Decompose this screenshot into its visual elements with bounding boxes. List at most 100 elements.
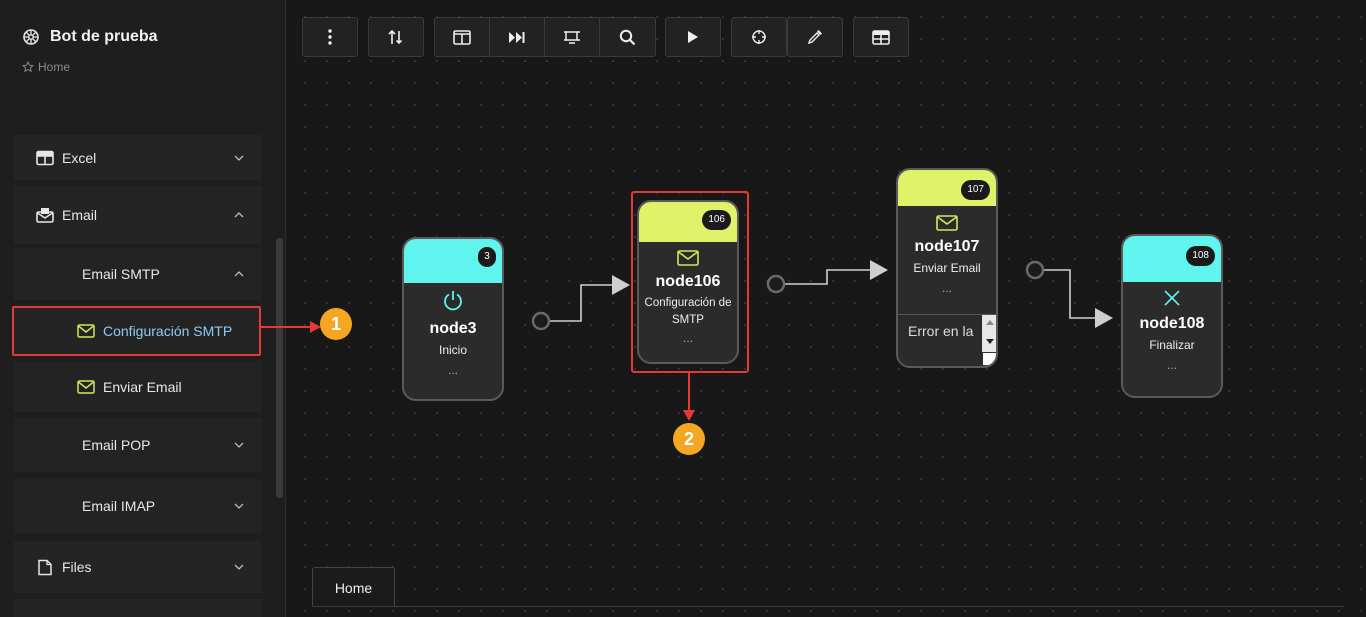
sidebar-item-label: Email POP [82,437,151,453]
flow-node-node106[interactable]: 106 node106 Configuración de SMTP ... [637,200,739,364]
node-more[interactable]: ... [447,363,458,377]
view-tool-group [434,17,656,57]
envelope-icon [77,324,95,338]
envelope-icon [936,215,958,231]
table-icon [36,150,54,165]
edge-node3-node106 [549,275,630,322]
helm-icon [23,29,39,45]
node-name: node107 [914,238,980,255]
node-more[interactable]: ... [941,281,952,295]
node-name: node3 [429,320,477,337]
sidebar-item-email-imap[interactable]: Email IMAP [14,479,262,533]
node-more[interactable]: ... [1166,358,1177,372]
annotation-arrow-1 [261,321,321,333]
node-description: Finalizar [1149,338,1195,352]
sort-icon [388,29,403,45]
envelope-icon [77,379,95,394]
sidebar-item-label: Email [62,207,98,223]
node-id-badge: 107 [961,180,990,200]
skip-forward-icon [509,31,525,43]
sidebar-item-configuracion-smtp[interactable]: Configuración SMTP [12,306,261,356]
power-icon [444,291,462,311]
node-name: node106 [655,273,721,290]
node-header: 3 [404,239,502,283]
target-button[interactable] [731,17,787,57]
node-id-badge: 108 [1186,246,1215,266]
node-header: 107 [898,170,996,206]
node-id-badge: 106 [702,210,731,230]
grid-view-button[interactable] [853,17,909,57]
file-icon [38,559,52,575]
sidebar-item-excel[interactable]: Excel [14,135,262,180]
node-description: Inicio [438,343,467,357]
chevron-up-icon [234,212,244,218]
breadcrumb-home: Home [38,60,71,74]
mailbox-icon [36,208,54,223]
scroll-down-icon [986,339,994,344]
chevron-down-icon [234,442,244,448]
close-icon [1164,290,1180,306]
transform-icon [564,31,580,44]
star-icon [22,61,34,73]
sidebar-item-files[interactable]: Files [14,541,262,593]
layout-icon [453,29,471,45]
flow-node-node3[interactable]: 3 node3 Inicio ... [402,237,504,401]
sidebar-item-label: Files [62,559,92,575]
sidebar-item-email[interactable]: Email [14,186,262,244]
chevron-down-icon [234,155,244,161]
tab-divider [312,606,1344,607]
flow-node-node107[interactable]: 107 node107 Enviar Email ... Error en la [896,168,998,368]
sidebar-scrollbar[interactable] [276,238,283,498]
skip-forward-button[interactable] [490,18,545,56]
annotation-arrow-2 [683,372,695,421]
resize-handle[interactable] [982,352,996,366]
brand[interactable]: Bot de prueba [22,28,158,46]
node-more[interactable]: ... [682,331,693,345]
error-textarea-text: Error en la [908,323,974,339]
sidebar-item-partial [14,599,262,617]
sidebar-item-label: Enviar Email [103,378,182,395]
flow-node-node108[interactable]: 108 node108 Finalizar ... [1121,234,1223,398]
port-node107-out[interactable] [1025,260,1045,280]
chevron-down-icon [234,503,244,509]
sidebar-item-label: Email IMAP [82,498,156,514]
tab-home[interactable]: Home [312,567,395,607]
node-header: 106 [639,202,737,242]
node-id-badge: 3 [478,247,496,267]
sidebar-item-enviar-email[interactable]: Enviar Email [14,361,262,412]
eyedropper-icon [807,30,822,45]
sidebar-item-label: Excel [62,149,97,166]
search-button[interactable] [600,18,655,56]
app-title: Bot de prueba [50,28,158,45]
sidebar: Bot de prueba Home Excel Ema [0,0,286,617]
breadcrumb[interactable]: Home [22,60,70,74]
play-icon [688,31,698,43]
node-description: Configuración de SMTP [644,297,732,326]
sort-button[interactable] [368,17,424,57]
more-options-button[interactable] [302,17,358,57]
scroll-up-icon [986,320,994,325]
more-vert-icon [328,29,332,45]
transform-button[interactable] [545,18,600,56]
textarea-scrollbar[interactable] [982,315,996,355]
layout-button[interactable] [435,18,490,56]
port-node3-out[interactable] [531,311,551,331]
sidebar-item-email-pop[interactable]: Email POP [14,418,262,472]
error-textarea[interactable]: Error en la [898,314,996,366]
port-node106-out[interactable] [766,274,786,294]
envelope-icon [677,250,699,266]
annotation-marker-1: 1 [320,308,352,340]
chevron-down-icon [234,564,244,570]
sidebar-item-label: Email SMTP [82,266,160,282]
search-icon [619,29,636,45]
sidebar-item-email-smtp[interactable]: Email SMTP [14,248,262,300]
node-header: 108 [1123,236,1221,282]
run-button[interactable] [665,17,721,57]
annotation-marker-2: 2 [673,423,705,455]
eyedropper-button[interactable] [787,17,843,57]
edge-node107-node108 [1043,269,1113,328]
node-description: Enviar Email [913,261,981,275]
crosshair-icon [752,30,766,44]
